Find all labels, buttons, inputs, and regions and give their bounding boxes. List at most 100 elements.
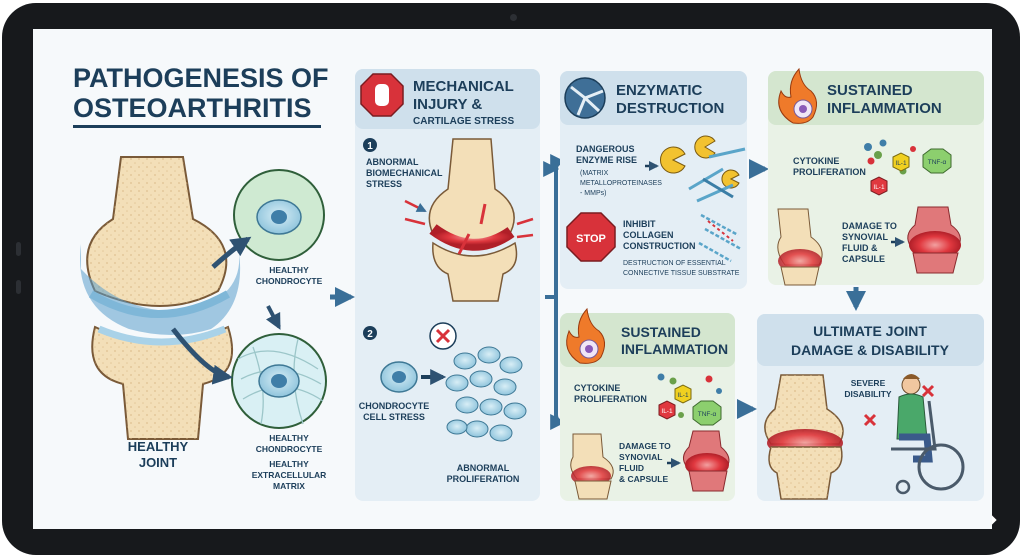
proliferating-cells [445, 346, 527, 442]
step-1-label-2: BIOMECHANICAL [366, 168, 443, 178]
proliferation-label-1: ABNORMAL [457, 463, 510, 473]
stop-sign-icon [566, 212, 616, 262]
tag-il1-a-top: IL-1 [895, 160, 907, 167]
ultimate-title-2: DAMAGE & DISABILITY [791, 342, 950, 358]
stop-sign-label: STOP [576, 233, 606, 245]
destroyed-joint-illustration [764, 374, 844, 500]
tag-il1-a-bottom: IL-1 [677, 392, 689, 399]
tag-il1-b-bottom: IL-1 [661, 408, 673, 415]
flame-icon [566, 307, 605, 364]
wheelchair-person-icon [891, 374, 965, 495]
step-1-badge [363, 138, 377, 152]
branch-bracket [545, 169, 558, 415]
extracellular-matrix-illustration [231, 333, 327, 429]
flame-icon [778, 67, 817, 124]
inhibit-label-4: DESTRUCTION OF ESSENTIAL [623, 260, 726, 267]
step-2-label-1: CHONDROCYTE [359, 401, 430, 411]
enzyme-label-4: METALLOPROTEINASES [580, 180, 662, 187]
inflammation-top-title-1: SUSTAINED [827, 82, 913, 99]
inhibit-label-5: CONNECTIVE TISSUE SUBSTRATE [623, 270, 740, 277]
inhibit-label-3: CONSTRUCTION [623, 241, 696, 251]
page-title-line1: PATHOGENESIS OF [73, 63, 329, 93]
healthy-joint-label-1: HEALTHY [128, 439, 189, 454]
stop-hand-icon [360, 73, 404, 117]
inflamed-joint-closeup-bottom [683, 430, 730, 492]
step-1-label-3: STRESS [366, 179, 402, 189]
inflammation-bottom-title-1: SUSTAINED [621, 324, 701, 340]
broken-collagen-icon [698, 213, 742, 263]
cytokine-molecules-bottom [657, 373, 722, 426]
pacman-enzyme-icons [659, 135, 746, 203]
inflamed-knee-top [777, 208, 823, 286]
arrow-to-chondrocyte [211, 236, 252, 269]
inhibit-label-2: COLLAGEN [623, 230, 674, 240]
inflammation-bottom-header [560, 313, 735, 367]
side-button [16, 280, 21, 294]
stressed-knee-illustration [404, 138, 534, 302]
matrix-label-1: HEALTHY [269, 433, 309, 443]
step-2-number: 2 [367, 329, 373, 340]
matrix-label-3: HEALTHY [269, 459, 309, 469]
proliferation-label-2: PROLIFERATION [447, 474, 520, 484]
infographic-canvas: PATHOGENESIS OF OSTEOARTHRITIS HEALTHY J… [73, 63, 984, 501]
cytokine-top-label-1: CYTOKINE [793, 156, 839, 166]
inflammation-bottom-title-2: INFLAMMATION [621, 341, 728, 357]
damage-bottom-label-4: & CAPSULE [619, 474, 668, 484]
matrix-label-5: MATRIX [273, 481, 305, 491]
damage-top-label-1: DAMAGE TO [842, 221, 897, 231]
x-mark-icon [921, 384, 935, 398]
ultimate-header [757, 314, 984, 366]
cytokine-bottom-label-2: PROLIFERATION [574, 394, 647, 404]
tag-tnf-top: TNF-α [928, 159, 947, 166]
step-1-label-1: ABNORMAL [366, 157, 419, 167]
tag-il1-b-top: IL-1 [873, 184, 885, 191]
mechanical-title-1: MECHANICAL [413, 78, 514, 95]
shattered-disc-icon [564, 77, 606, 119]
healthy-chondrocyte-label-2: CHONDROCYTE [256, 276, 323, 286]
mechanical-title-3: CARTILAGE STRESS [413, 116, 514, 127]
enzyme-label-5: - MMPs) [580, 190, 606, 197]
cytokine-bottom-label-1: CYTOKINE [574, 383, 620, 393]
damage-top-label-4: CAPSULE [842, 254, 885, 264]
enzyme-label-2: ENZYME RISE [576, 155, 637, 165]
inflamed-knee-bottom [570, 433, 614, 500]
enzymatic-title-1: ENZYMATIC [616, 82, 703, 99]
damage-bottom-label-3: FLUID [619, 463, 644, 473]
enzymatic-header [560, 71, 747, 125]
ultimate-title-1: ULTIMATE JOINT [813, 323, 927, 339]
damage-top-label-2: SYNOVIAL [842, 232, 889, 242]
arrow-between-circles [265, 305, 281, 330]
enzyme-label-3: (MATRIX [580, 170, 609, 177]
step-2-badge [363, 326, 377, 340]
healthy-chondrocyte-illustration [233, 169, 325, 261]
arrow-to-matrix [171, 327, 233, 385]
matrix-label-2: CHONDROCYTE [256, 444, 323, 454]
healthy-joint-illustration [80, 156, 241, 440]
title-underline [73, 125, 321, 128]
inhibit-label-1: INHIBIT [623, 219, 656, 229]
x-mark-icon [863, 413, 877, 427]
no-x-icon [429, 322, 457, 350]
damage-bottom-label-1: DAMAGE TO [619, 441, 671, 451]
inflamed-joint-closeup-top [907, 206, 961, 274]
step-2-label-2: CELL STRESS [363, 412, 425, 422]
damage-top-label-3: FLUID & [842, 243, 878, 253]
side-button [16, 242, 21, 256]
page-title-line2: OSTEOARTHRITIS [73, 93, 312, 123]
healthy-chondrocyte-label-1: HEALTHY [269, 265, 309, 275]
step-1-number: 1 [367, 141, 373, 152]
damage-bottom-label-2: SYNOVIAL [619, 452, 662, 462]
enzyme-label-1: DANGEROUS [576, 144, 635, 154]
disability-label-1: SEVERE [851, 378, 886, 388]
mechanical-panel [355, 69, 540, 501]
cytokine-molecules-top [864, 139, 952, 196]
healthy-joint-label-2: JOINT [139, 455, 177, 470]
matrix-label-4: EXTRACELLULAR [252, 470, 327, 480]
tag-tnf-bottom: TNF-α [698, 411, 717, 418]
mechanical-title-2: INJURY & [413, 96, 482, 113]
infographic-screen: PATHOGENESIS OF OSTEOARTHRITIS HEALTHY J… [33, 29, 992, 529]
disability-label-2: DISABILITY [844, 389, 892, 399]
cytokine-top-label-2: PROLIFERATION [793, 167, 866, 177]
front-camera [510, 14, 517, 21]
enzymatic-title-2: DESTRUCTION [616, 100, 724, 117]
